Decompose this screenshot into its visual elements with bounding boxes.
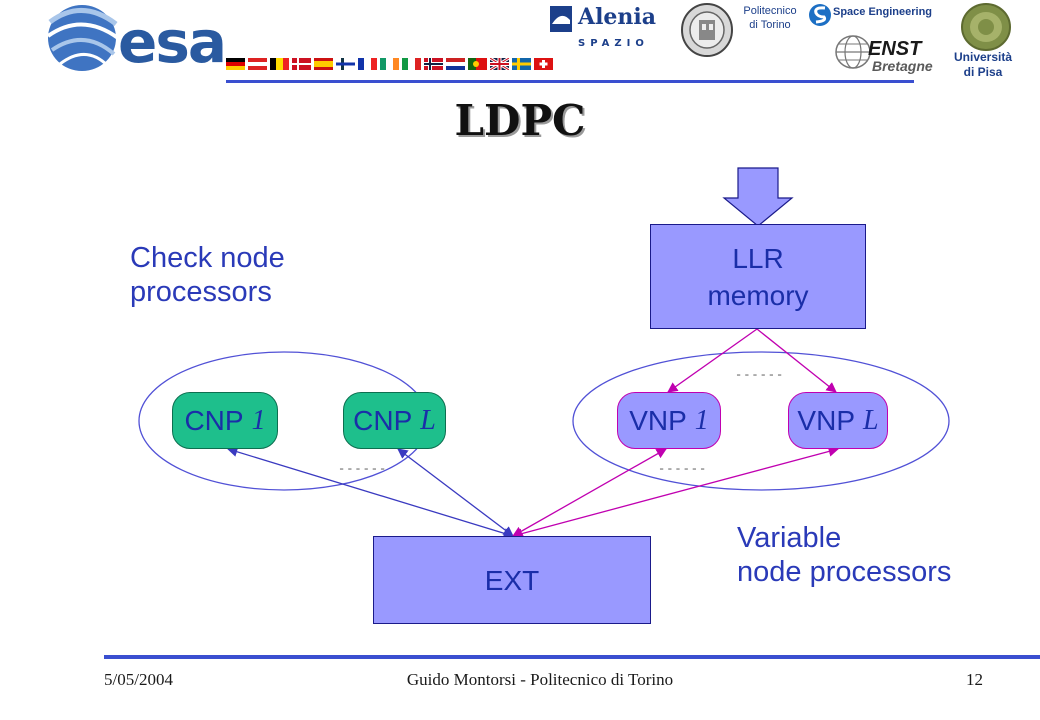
cnp-last-index: L: [420, 404, 436, 436]
france-flag-icon: [358, 58, 377, 70]
ext-cnp-last-arrow: [397, 448, 514, 537]
check-node-label-line-2: processors: [130, 276, 272, 308]
unipi-seal-icon: [961, 3, 1011, 51]
space-engineering-logo-icon: [809, 4, 831, 26]
politecnico-logo-text: Politecnico di Torino: [738, 4, 802, 32]
alenia-logo-icon: [550, 6, 572, 32]
llr-memory-box: LLR memory: [650, 224, 866, 329]
vnp-last-index: L: [863, 404, 879, 436]
esa-logo-text: esa: [118, 8, 227, 76]
unipi-line-1: Università: [953, 50, 1013, 64]
portugal-flag-icon: [468, 58, 487, 70]
switzerland-flag-icon: [534, 58, 553, 70]
ext-vnp-last-arrow: [511, 446, 840, 539]
check-node-label-line-1: Check node: [130, 242, 285, 274]
sweden-flag-icon: [512, 58, 531, 70]
llr-to-vnp-last-arrow: [756, 328, 837, 393]
llr-ellipsis-dots: ------: [735, 368, 785, 382]
footer-page-number: 12: [966, 670, 983, 689]
llr-memory-line-2: memory: [707, 279, 809, 311]
member-flags: [226, 58, 553, 70]
ext-label: EXT: [484, 564, 540, 596]
politecnico-line-1: Politecnico: [743, 5, 797, 17]
variable-node-label-line-2: node processors: [737, 556, 952, 588]
ext-box: EXT: [373, 536, 651, 624]
slide-title: LDPC: [454, 96, 586, 145]
vnp-first-index: 1: [694, 404, 709, 436]
italy-flag-icon: [402, 58, 421, 70]
cnp-first-name: CNP: [184, 404, 244, 436]
belgium-flag-icon: [270, 58, 289, 70]
esa-globe-icon: [46, 5, 120, 71]
variable-node-label: Variable node processors: [737, 521, 951, 589]
ireland-flag-icon: [380, 58, 399, 70]
netherlands-flag-icon: [446, 58, 465, 70]
input-arrow-icon: [722, 167, 794, 227]
ext-vnp-first-arrow: [512, 448, 667, 537]
header-rule: [226, 80, 914, 83]
enst-logo-text: ENST: [868, 38, 922, 60]
footer-rule: [104, 655, 1040, 659]
enst-globe-icon: [835, 35, 871, 69]
llr-to-vnp-first-arrow: [667, 328, 758, 393]
uk-flag-icon: [490, 58, 509, 70]
vnp-first-name: VNP: [629, 404, 687, 436]
vnp-last-name: VNP: [797, 404, 855, 436]
variable-node-label-line-1: Variable: [737, 522, 842, 554]
alenia-logo-text: Alenia: [578, 4, 657, 30]
denmark-flag-icon: [292, 58, 311, 70]
vnp-ellipsis-dots: ------: [658, 462, 708, 476]
check-node-label: Check node processors: [130, 241, 285, 309]
unipi-line-2: di Pisa: [963, 65, 1003, 79]
alenia-spazio-text: SPAZIO: [578, 38, 649, 49]
footer-author: Guido Montorsi - Politecnico di Torino: [406, 670, 674, 689]
cnp-last-name: CNP: [353, 404, 413, 436]
cnp-ellipsis-dots: ------: [338, 462, 388, 476]
cnp-first-index: 1: [251, 404, 266, 436]
politecnico-seal-icon: [681, 3, 733, 57]
unipi-logo-text: Università di Pisa: [940, 50, 1026, 80]
politecnico-line-2: di Torino: [749, 19, 791, 31]
finland-flag-icon: [336, 58, 355, 70]
llr-memory-line-1: LLR: [732, 242, 784, 274]
germany-flag-icon: [226, 58, 245, 70]
space-engineering-logo-text: Space Engineering: [833, 6, 933, 18]
footer-date: 5/05/2004: [104, 670, 173, 689]
spain-flag-icon: [314, 58, 333, 70]
austria-flag-icon: [248, 58, 267, 70]
norway-flag-icon: [424, 58, 443, 70]
bretagne-logo-text: Bretagne: [872, 58, 933, 74]
